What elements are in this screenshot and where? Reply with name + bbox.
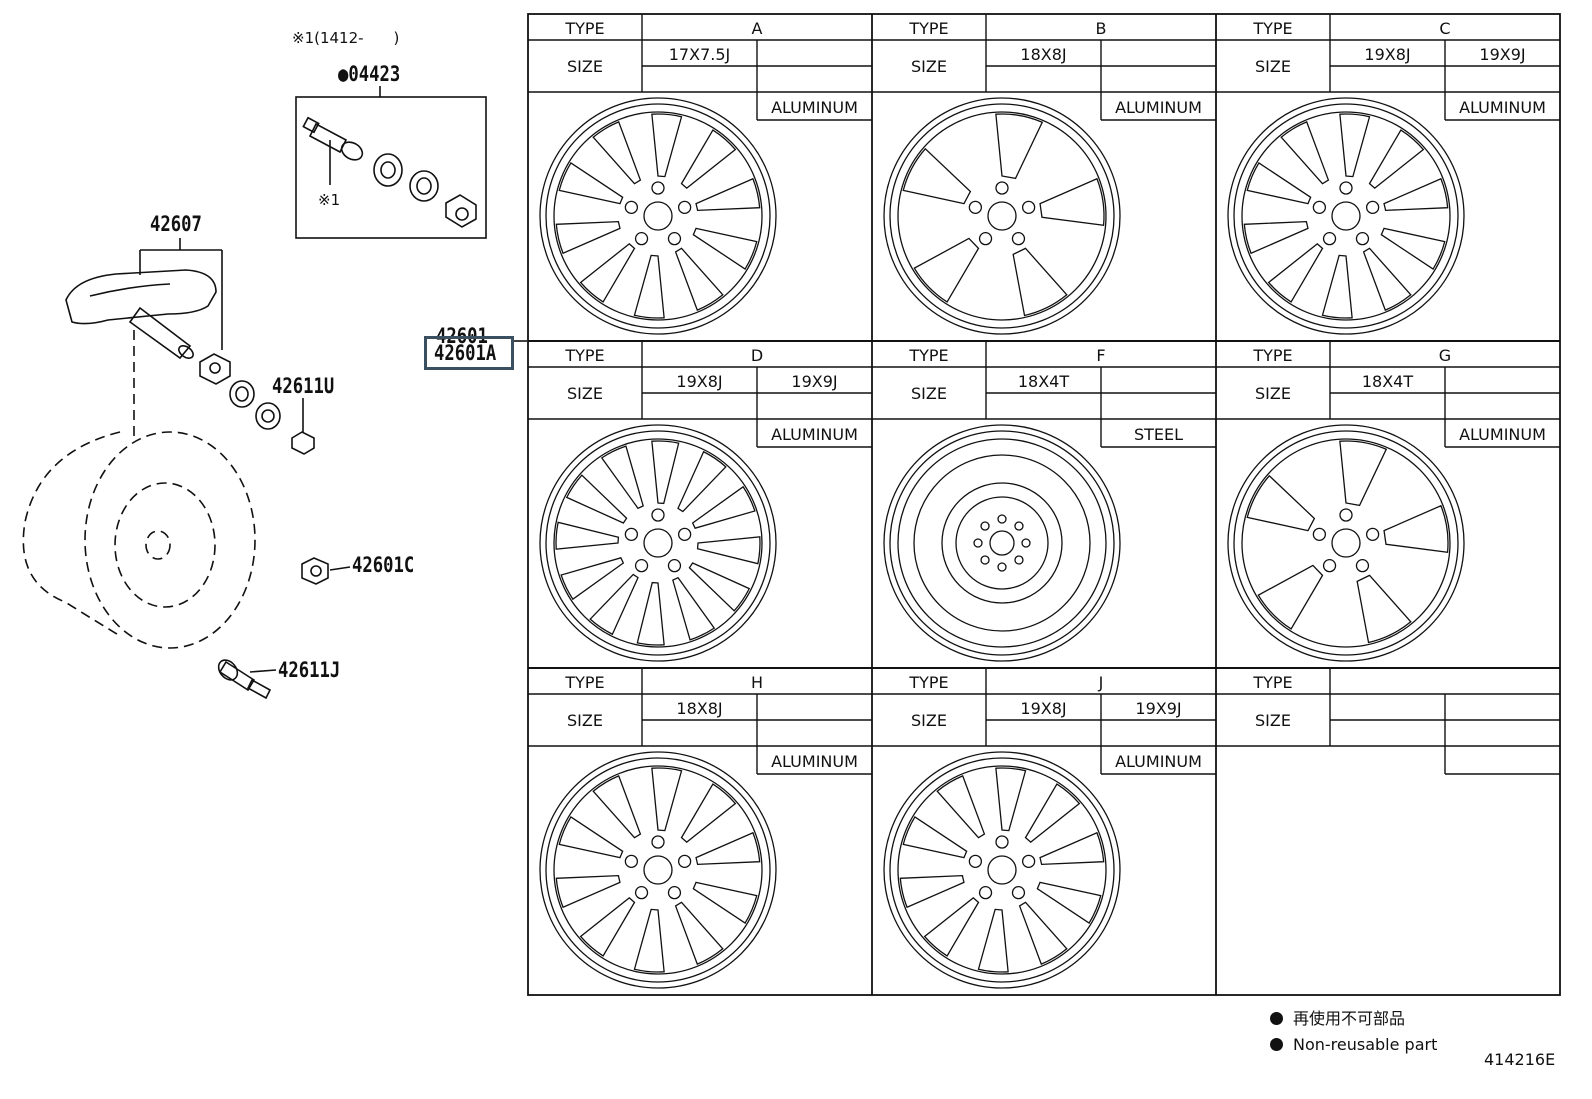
type-value: D (751, 346, 763, 365)
washer-icon (409, 170, 439, 202)
valve-j-icon (217, 659, 272, 700)
non-reusable-dot-icon (1270, 1038, 1283, 1051)
size-value-2: 19X9J (1479, 45, 1525, 64)
wheel-a-icon (539, 97, 777, 335)
material-value: STEEL (1134, 425, 1183, 444)
material-value: ALUMINUM (1459, 425, 1546, 444)
size-label: SIZE (567, 384, 603, 403)
grommet-icon (373, 153, 403, 187)
wheel-b-icon (883, 97, 1121, 335)
material-value: ALUMINUM (771, 98, 858, 117)
part-42611u[interactable]: 42611U (272, 374, 335, 398)
part-42601c[interactable]: 42601C (352, 553, 415, 577)
tpms-sensor-icon (65, 269, 217, 360)
type-value: B (1096, 19, 1107, 38)
type-value: J (1098, 673, 1104, 692)
size-label: SIZE (911, 384, 947, 403)
size-value-1: 19X8J (1020, 699, 1066, 718)
size-label: SIZE (1255, 711, 1291, 730)
size-value-1: 18X4T (1018, 372, 1070, 391)
size-label: SIZE (1255, 57, 1291, 76)
tpms-parts-illustration (22, 86, 527, 700)
valve-cap-icon (291, 431, 315, 455)
sensor-washer-icon (229, 380, 255, 408)
wheel-f-icon (883, 424, 1121, 662)
material-value: ALUMINUM (771, 425, 858, 444)
diagram-id: 414216E (1484, 1050, 1556, 1069)
non-reusable-dot-icon (1270, 1012, 1283, 1025)
legend-en-text: Non-reusable part (1293, 1035, 1438, 1054)
type-label: TYPE (1252, 346, 1292, 365)
type-label: TYPE (564, 346, 604, 365)
legend-en: Non-reusable part (1270, 1036, 1437, 1054)
note-range: ※1(1412- ) (292, 29, 400, 47)
size-value-1: 19X8J (1364, 45, 1410, 64)
part-42611j[interactable]: 42611J (278, 658, 341, 682)
type-label: TYPE (1252, 19, 1292, 38)
cap-icon (445, 194, 477, 228)
type-value: H (751, 673, 763, 692)
part-42601a-highlight[interactable] (424, 336, 514, 370)
tire-outline (22, 431, 256, 649)
size-label: SIZE (567, 57, 603, 76)
size-label: SIZE (911, 57, 947, 76)
size-value-1: 18X8J (1020, 45, 1066, 64)
material-value: ALUMINUM (1115, 98, 1202, 117)
valve-stem-icon (302, 116, 364, 185)
wheel-g-icon (1227, 424, 1465, 662)
type-label: TYPE (564, 19, 604, 38)
legend-jp-text: 再使用不可部品 (1293, 1009, 1406, 1028)
size-label: SIZE (911, 711, 947, 730)
legend-jp: 再使用不可部品 (1270, 1010, 1405, 1028)
type-label: TYPE (908, 19, 948, 38)
wheel-j-icon (883, 751, 1121, 989)
wheel-c-icon (1227, 97, 1465, 335)
note-mark: ※1 (318, 191, 341, 209)
type-value: A (752, 19, 763, 38)
material-value: ALUMINUM (1115, 752, 1202, 771)
size-value-2: 19X9J (791, 372, 837, 391)
part-42601a[interactable]: 42601A (434, 341, 497, 365)
hub-nut-icon (301, 557, 329, 585)
wheel-h-icon (539, 751, 777, 989)
size-value-1: 18X8J (676, 699, 722, 718)
part-42607[interactable]: 42607 (150, 212, 202, 236)
wheel-d-icon (539, 424, 777, 662)
sensor-nut-icon (199, 353, 231, 385)
type-label: TYPE (1252, 673, 1292, 692)
size-value-1: 17X7.5J (669, 45, 730, 64)
type-label: TYPE (564, 673, 604, 692)
valve-kit-box (295, 96, 487, 239)
type-label: TYPE (908, 346, 948, 365)
size-value-1: 19X8J (676, 372, 722, 391)
size-value-1: 18X4T (1362, 372, 1414, 391)
size-label: SIZE (567, 711, 603, 730)
type-value: F (1096, 346, 1105, 365)
type-value: G (1439, 346, 1451, 365)
sensor-grommet-icon (255, 402, 281, 430)
material-value: ALUMINUM (771, 752, 858, 771)
type-value: C (1439, 19, 1450, 38)
part-04423[interactable]: ●04423 (338, 62, 401, 86)
table-border (527, 13, 1561, 996)
type-label: TYPE (908, 673, 948, 692)
size-value-2: 19X9J (1135, 699, 1181, 718)
material-value: ALUMINUM (1459, 98, 1546, 117)
size-label: SIZE (1255, 384, 1291, 403)
